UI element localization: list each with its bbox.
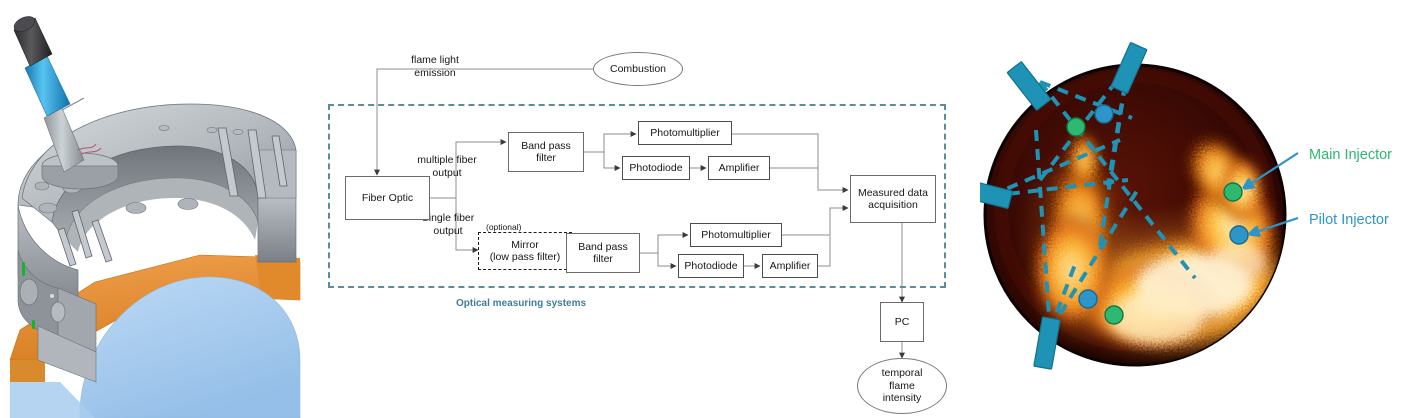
probe-left: [980, 179, 1013, 209]
sight-window-bosses: [19, 278, 66, 323]
pilot-injector-marker: [1094, 104, 1114, 124]
drilled-passages: [217, 127, 288, 199]
injector-ports: [158, 125, 244, 135]
node-fiber-optic[interactable]: Fiber Optic: [345, 176, 430, 220]
label-mirror-optional: (optional): [486, 222, 522, 232]
optical-probes: [980, 42, 1148, 370]
main-injector-marker: [1066, 117, 1086, 137]
node-photomultiplier-bottom[interactable]: Photomultiplier: [690, 223, 782, 247]
green-reference-markers: [22, 262, 35, 329]
node-combustion[interactable]: Combustion: [593, 52, 683, 86]
edge-label-multiple-fiber-output: multiple fiber output: [417, 154, 477, 179]
probe-bottom: [1033, 316, 1061, 370]
diagram-connectors: [374, 68, 905, 359]
edge-label-flame-light-emission: flame light emission: [411, 54, 459, 79]
optical-measurement-diagram-panel: Optical measuring systems flame light em…: [320, 0, 980, 418]
optical-measuring-systems-group: [328, 104, 946, 288]
cad-model-image: [9, 16, 301, 418]
combustor-dome: [10, 276, 301, 418]
node-photomultiplier-top[interactable]: Photomultiplier: [638, 121, 732, 145]
pilot-injector-marker: [1078, 289, 1098, 309]
probe-wiring: [77, 143, 102, 155]
node-temporal-flame-intensity[interactable]: temporal flame intensity: [857, 358, 947, 414]
probe-top-left: [1006, 61, 1052, 111]
callout-arrows: [1244, 152, 1299, 234]
node-band-pass-filter-top[interactable]: Band pass filter: [508, 132, 584, 172]
arrow-pilot-injector: [1250, 216, 1299, 234]
probe-top-right: [1110, 42, 1148, 94]
node-amplifier-top[interactable]: Amplifier: [708, 156, 770, 180]
node-amplifier-bottom[interactable]: Amplifier: [762, 254, 818, 278]
main-injector-marker: [1104, 305, 1124, 325]
node-band-pass-filter-bottom[interactable]: Band pass filter: [566, 233, 640, 273]
arrow-main-injector: [1244, 152, 1299, 188]
node-photodiode-top[interactable]: Photodiode: [622, 156, 690, 180]
flame-chemiluminescence-image: [980, 42, 1299, 370]
node-photodiode-bottom[interactable]: Photodiode: [678, 254, 744, 278]
node-mirror-low-pass-filter[interactable]: Mirror (low pass filter): [478, 232, 572, 270]
label-pilot-injector: Pilot Injector: [1309, 212, 1389, 228]
instrumentation-pins: [57, 209, 113, 267]
label-main-injector: Main Injector: [1309, 147, 1393, 163]
node-pc[interactable]: PC: [880, 302, 924, 342]
cad-model-panel: [0, 0, 320, 418]
flame-image-panel: Main Injector Pilot Injector: [980, 0, 1411, 418]
optical-probe: [13, 16, 85, 173]
optical-measuring-systems-label: Optical measuring systems: [456, 298, 587, 309]
flame-structures: [985, 130, 1285, 365]
pilot-injector-marker: [1229, 225, 1249, 245]
main-injector-marker: [1223, 182, 1243, 202]
injector-markers: [1066, 104, 1249, 325]
node-measured-data-acquisition[interactable]: Measured data acquisition: [850, 175, 936, 223]
